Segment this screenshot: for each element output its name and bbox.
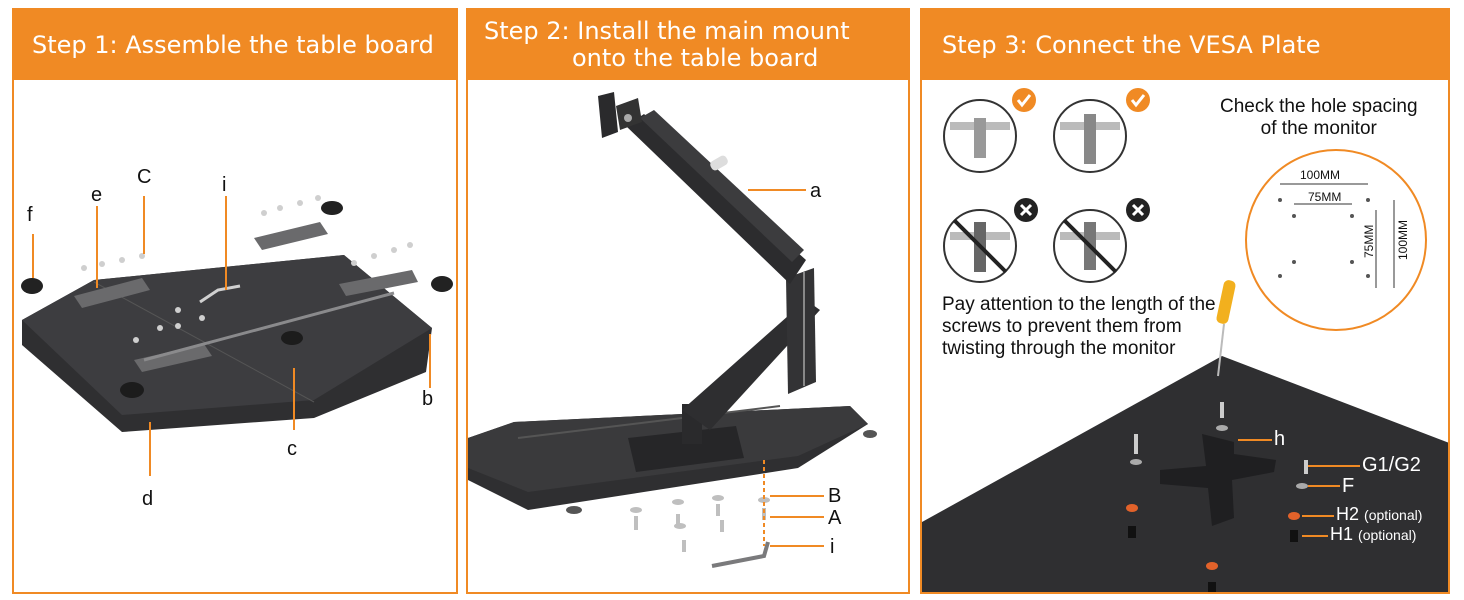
dim-width-outer: 100MM bbox=[1300, 168, 1341, 182]
warning-line3: twisting through the monitor bbox=[942, 338, 1176, 359]
step2-title-line2: onto the table board bbox=[572, 44, 819, 72]
cross-icon bbox=[1014, 198, 1038, 222]
label-d: d bbox=[142, 488, 154, 510]
hole-spacing-diagram bbox=[1245, 149, 1427, 331]
step1-title: Step 1: Assemble the table board bbox=[32, 31, 434, 59]
label-H1: H1 (optional) bbox=[1330, 524, 1416, 545]
vesa-plate bbox=[1160, 434, 1276, 526]
step1-panel: Step 1: Assemble the table board bbox=[12, 8, 458, 594]
cross-icon bbox=[1126, 198, 1150, 222]
label-a: a bbox=[810, 180, 822, 202]
rubber-foot bbox=[321, 201, 343, 215]
label-c: c bbox=[287, 438, 297, 460]
warning-line1: Pay attention to the length of the bbox=[942, 294, 1216, 315]
bracket-plate bbox=[254, 222, 328, 250]
hole-spacing-line1: Check the hole spacing bbox=[1220, 96, 1418, 117]
bracket-plate bbox=[74, 278, 150, 308]
screws bbox=[81, 195, 413, 343]
screw-length-warning: Pay attention to the length of the screw… bbox=[942, 294, 1216, 360]
step2-illustration bbox=[468, 92, 877, 568]
label-H2-note: (optional) bbox=[1364, 507, 1423, 523]
label-H2: H2 (optional) bbox=[1336, 504, 1422, 525]
label-H2-text: H2 bbox=[1336, 504, 1360, 524]
bracket-plate bbox=[339, 270, 418, 296]
step3-illustration bbox=[922, 88, 1448, 592]
post bbox=[786, 268, 816, 394]
label-A: A bbox=[828, 507, 842, 529]
vesa-head bbox=[598, 92, 618, 138]
screwdriver bbox=[1216, 280, 1236, 377]
dim-height-inner: 75MM bbox=[1362, 224, 1376, 258]
hole-spacing-note: Check the hole spacing of the monitor bbox=[1220, 96, 1418, 140]
step3-panel: Step 3: Connect the VESA Plate bbox=[920, 8, 1450, 594]
label-H1-text: H1 bbox=[1330, 524, 1354, 544]
hardware bbox=[1126, 402, 1308, 592]
dim-height-outer: 100MM bbox=[1396, 219, 1410, 260]
rubber-foot bbox=[566, 506, 582, 514]
lower-arm bbox=[682, 300, 820, 430]
hardware bbox=[630, 495, 770, 552]
label-F: F bbox=[1342, 475, 1355, 497]
step2-title-line1: Step 2: Install the main mount bbox=[484, 17, 850, 45]
hole-spacing-line2: of the monitor bbox=[1260, 118, 1377, 139]
rubber-foot bbox=[21, 278, 43, 294]
label-b: b bbox=[422, 388, 434, 410]
step3-title: Step 3: Connect the VESA Plate bbox=[942, 31, 1321, 59]
upper-arm bbox=[626, 114, 806, 284]
allen-key bbox=[711, 541, 770, 568]
check-icon bbox=[1012, 88, 1036, 112]
label-i: i bbox=[222, 174, 227, 196]
label-H1-note: (optional) bbox=[1358, 527, 1417, 543]
warning-line2: screws to prevent them from bbox=[942, 316, 1182, 337]
screw-correct-1 bbox=[943, 99, 1017, 173]
label-G: G1/G2 bbox=[1362, 454, 1421, 476]
bracket-plate bbox=[134, 344, 212, 372]
rubber-foot bbox=[120, 382, 144, 398]
label-B: B bbox=[828, 485, 842, 507]
rubber-foot bbox=[431, 276, 453, 292]
screw-wrong-1 bbox=[943, 209, 1017, 283]
screw-wrong-2 bbox=[1053, 209, 1127, 283]
step2-header: Step 2: Install the main mount onto the … bbox=[468, 10, 908, 80]
screw-correct-2 bbox=[1053, 99, 1127, 173]
label-i: i bbox=[830, 536, 835, 558]
step1-illustration bbox=[21, 195, 453, 476]
dim-width-inner: 75MM bbox=[1308, 190, 1342, 204]
rubber-foot bbox=[863, 430, 877, 438]
check-icon bbox=[1126, 88, 1150, 112]
label-e: e bbox=[91, 184, 103, 206]
rubber-foot bbox=[281, 331, 303, 345]
step1-header: Step 1: Assemble the table board bbox=[14, 10, 456, 80]
label-f: f bbox=[27, 204, 33, 226]
allen-key bbox=[199, 284, 241, 304]
step3-header: Step 3: Connect the VESA Plate bbox=[922, 10, 1448, 80]
label-h: h bbox=[1274, 428, 1286, 450]
step2-panel: Step 2: Install the main mount onto the … bbox=[466, 8, 910, 594]
label-C: C bbox=[137, 166, 152, 188]
